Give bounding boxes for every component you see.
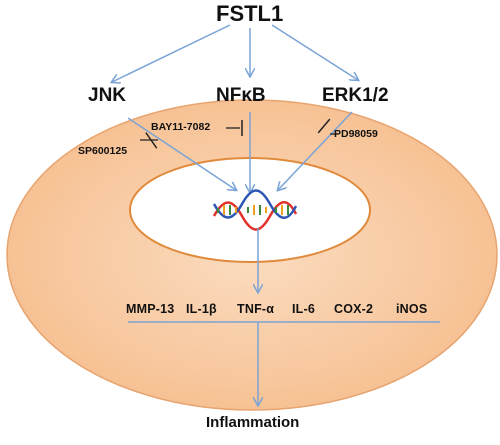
- arrow-fstl1-to-erk: [271, 24, 358, 80]
- fstl1-label: FSTL1: [216, 1, 284, 26]
- inflammation-label: Inflammation: [206, 414, 300, 431]
- product-il1b-label: IL-1β: [186, 302, 217, 316]
- dna-helix-icon: [212, 189, 298, 231]
- pathway-erk-label: ERK1/2: [322, 85, 389, 106]
- inhibitor-bay11-label: BAY11-7082: [151, 121, 211, 133]
- inhibitor-pd98059-label: PD98059: [334, 128, 378, 140]
- pathway-nfkb-label: NFκB: [216, 85, 266, 106]
- product-mmp13-label: MMP-13: [126, 302, 175, 316]
- pathway-jnk-label: JNK: [88, 85, 127, 106]
- inhibitor-pd98059-bar: [317, 118, 338, 135]
- inhibitor-sp600125-bar: [140, 132, 158, 149]
- arrow-jnk-to-dna: [127, 117, 236, 190]
- inhibitor-bay11-bar: [226, 120, 243, 136]
- product-inos-label: iNOS: [396, 302, 428, 316]
- product-il6-label: IL-6: [292, 302, 316, 316]
- product-cox2-label: COX-2: [334, 302, 374, 316]
- product-tnfa-label: TNF-α: [237, 302, 275, 316]
- inhibitor-sp600125-label: SP600125: [78, 145, 128, 157]
- arrow-erk-to-dna: [278, 111, 353, 190]
- arrow-fstl1-to-jnk: [112, 24, 231, 82]
